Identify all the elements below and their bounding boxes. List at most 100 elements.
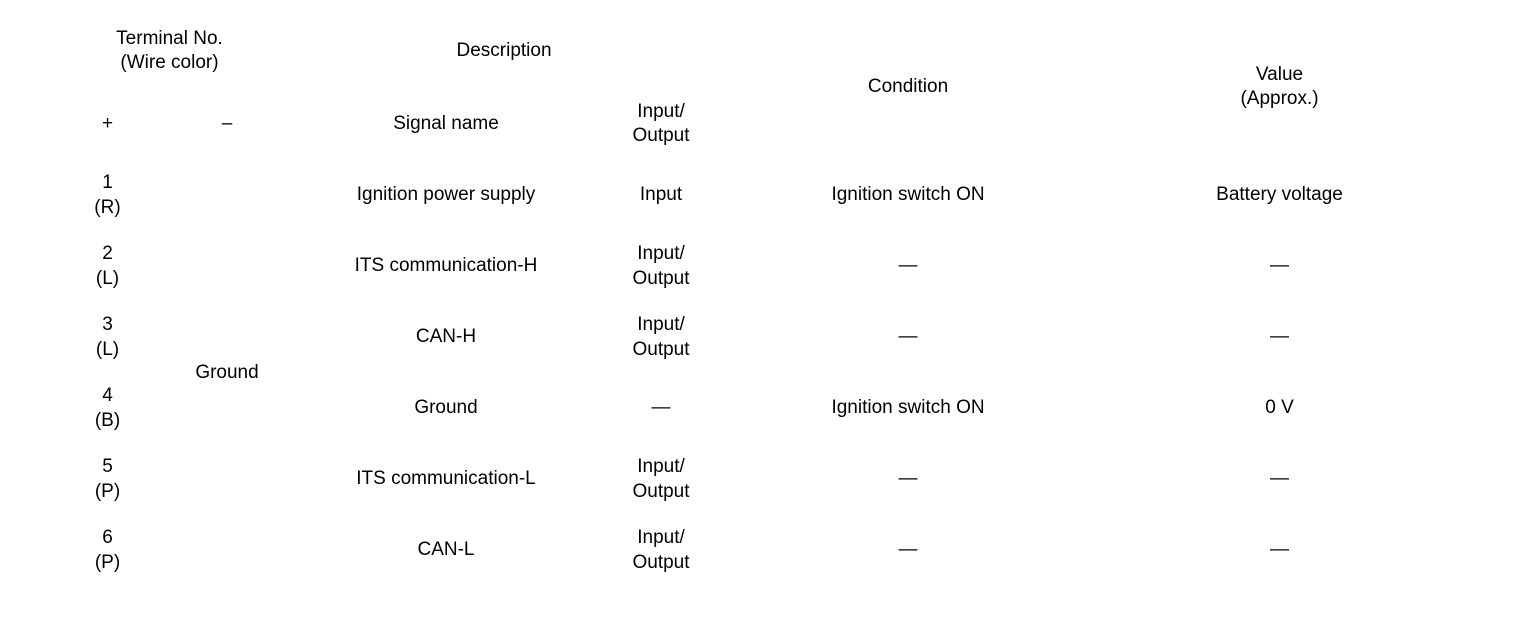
cell-condition-label: Ignition switch ON xyxy=(831,184,985,206)
header-value: Value (Approx.) xyxy=(1097,14,1463,160)
header-condition: Condition xyxy=(719,14,1098,160)
cell-wire-color: (B) xyxy=(94,409,121,431)
cell-io-line1: Input/ xyxy=(637,456,685,478)
cell-value-label: — xyxy=(1270,468,1290,490)
cell-input-output: — xyxy=(603,373,720,444)
cell-signal-name-label: Ignition power supply xyxy=(356,184,536,206)
cell-condition-label: — xyxy=(898,326,918,348)
cell-condition-label: — xyxy=(898,539,918,561)
cell-value-label: Battery voltage xyxy=(1216,184,1343,206)
cell-io-line2: Output xyxy=(632,551,690,573)
table-row: 1 (R) Ground Ignition power supply Input xyxy=(50,160,1463,586)
cell-condition: — xyxy=(719,515,1098,586)
cell-io-line1: Input/ xyxy=(637,314,685,336)
header-terminal-no: Terminal No. (Wire color) xyxy=(50,14,289,88)
cell-terminal-no: 3 (L) xyxy=(50,302,165,373)
cell-value-label: 0 V xyxy=(1265,397,1294,419)
cell-value-label: — xyxy=(1270,255,1290,277)
cell-wire-color: (P) xyxy=(94,551,121,573)
cell-signal-name-label: ITS communication-L xyxy=(356,468,536,490)
table-header: Terminal No. (Wire color) Description Co… xyxy=(50,14,1463,160)
cell-signal-name-label: CAN-L xyxy=(417,539,475,561)
cell-io-line1: — xyxy=(651,397,671,419)
cell-io-line2: Output xyxy=(632,338,690,360)
cell-terminal-no: 2 (L) xyxy=(50,231,165,302)
header-description-label: Description xyxy=(456,39,552,61)
header-row-sub: + – Signal name Input/ Output xyxy=(50,88,1462,160)
header-terminal-no-line2: (Wire color) xyxy=(120,52,219,73)
cell-wire-color: (P) xyxy=(94,480,121,502)
cell-ground-label: Ground xyxy=(195,361,259,383)
cell-input-output: Input/ Output xyxy=(603,515,720,586)
cell-terminal-number: 1 xyxy=(102,172,113,194)
cell-signal-name: ITS communication-H xyxy=(289,231,603,302)
table-body: 1 (R) Ground Ignition power supply Input xyxy=(50,160,1463,586)
header-terminal-minus-label: – xyxy=(221,112,233,134)
header-value-line2: (Approx.) xyxy=(1240,88,1319,109)
table-row: 3 (L) CAN-H Input/ Output — xyxy=(50,302,1463,373)
cell-condition-label: Ignition switch ON xyxy=(831,397,985,419)
cell-terminal-number: 4 xyxy=(102,385,113,407)
header-terminal-minus: – xyxy=(165,88,289,160)
cell-io-line1: Input/ xyxy=(637,243,685,265)
header-signal-name: Signal name xyxy=(289,88,603,160)
cell-signal-name: CAN-L xyxy=(289,515,603,586)
table-row: 6 (P) CAN-L Input/ Output — xyxy=(50,515,1463,586)
cell-signal-name: Ignition power supply xyxy=(289,160,603,231)
cell-input-output: Input/ Output xyxy=(603,444,720,515)
cell-value: 0 V xyxy=(1097,373,1463,444)
cell-ground-merged: Ground xyxy=(165,160,289,586)
table-row: 4 (B) Ground — Ignition swit xyxy=(50,373,1463,444)
cell-condition-label: — xyxy=(898,468,918,490)
cell-terminal-no: 4 (B) xyxy=(50,373,165,444)
cell-value: Battery voltage xyxy=(1097,160,1463,231)
cell-value: — xyxy=(1097,302,1463,373)
cell-io-line1: Input xyxy=(639,184,683,206)
cell-input-output: Input/ Output xyxy=(603,231,720,302)
header-input-output-line1: Input/ xyxy=(637,100,685,122)
cell-terminal-no: 6 (P) xyxy=(50,515,165,586)
cell-value: — xyxy=(1097,515,1463,586)
table-row: 2 (L) ITS communication-H Input/ Output xyxy=(50,231,1463,302)
header-condition-label: Condition xyxy=(867,75,949,97)
cell-signal-name-label: ITS communication-H xyxy=(354,255,538,277)
cell-signal-name: ITS communication-L xyxy=(289,444,603,515)
header-terminal-no-line1: Terminal No. xyxy=(116,27,223,49)
header-input-output: Input/ Output xyxy=(603,88,720,160)
cell-condition: — xyxy=(719,444,1098,515)
cell-condition: Ignition switch ON xyxy=(719,373,1098,444)
header-terminal-plus-label: + xyxy=(101,112,114,134)
cell-io-line2: Output xyxy=(632,480,690,502)
header-row-top: Terminal No. (Wire color) Description Co… xyxy=(50,14,1463,160)
header-terminal-plus: + xyxy=(50,88,165,160)
cell-io-line2: Output xyxy=(632,267,690,289)
cell-wire-color: (R) xyxy=(94,196,121,218)
header-signal-name-label: Signal name xyxy=(393,112,499,134)
cell-input-output: Input xyxy=(603,160,720,231)
terminal-layout-table-wrapper: Terminal No. (Wire color) Description Co… xyxy=(50,14,1463,586)
cell-terminal-number: 5 xyxy=(102,456,113,478)
cell-terminal-no: 5 (P) xyxy=(50,444,165,515)
cell-input-output: Input/ Output xyxy=(603,302,720,373)
cell-value-label: — xyxy=(1270,539,1290,561)
cell-value: — xyxy=(1097,231,1463,302)
cell-io-line1: Input/ xyxy=(637,527,685,549)
header-value-line1: Value xyxy=(1255,63,1304,85)
cell-signal-name-label: CAN-H xyxy=(415,326,477,348)
cell-value-label: — xyxy=(1270,326,1290,348)
cell-value: — xyxy=(1097,444,1463,515)
cell-wire-color: (L) xyxy=(95,267,120,289)
header-description: Description xyxy=(289,14,720,88)
cell-condition-label: — xyxy=(898,255,918,277)
cell-condition: — xyxy=(719,302,1098,373)
cell-terminal-number: 2 xyxy=(102,243,113,265)
header-input-output-line2: Output xyxy=(632,125,690,146)
cell-condition: — xyxy=(719,231,1098,302)
cell-terminal-number: 3 xyxy=(102,314,113,336)
cell-terminal-no: 1 (R) xyxy=(50,160,165,231)
terminal-layout-table: Terminal No. (Wire color) Description Co… xyxy=(50,14,1463,586)
cell-wire-color: (L) xyxy=(95,338,120,360)
cell-signal-name: CAN-H xyxy=(289,302,603,373)
cell-signal-name: Ground xyxy=(289,373,603,444)
